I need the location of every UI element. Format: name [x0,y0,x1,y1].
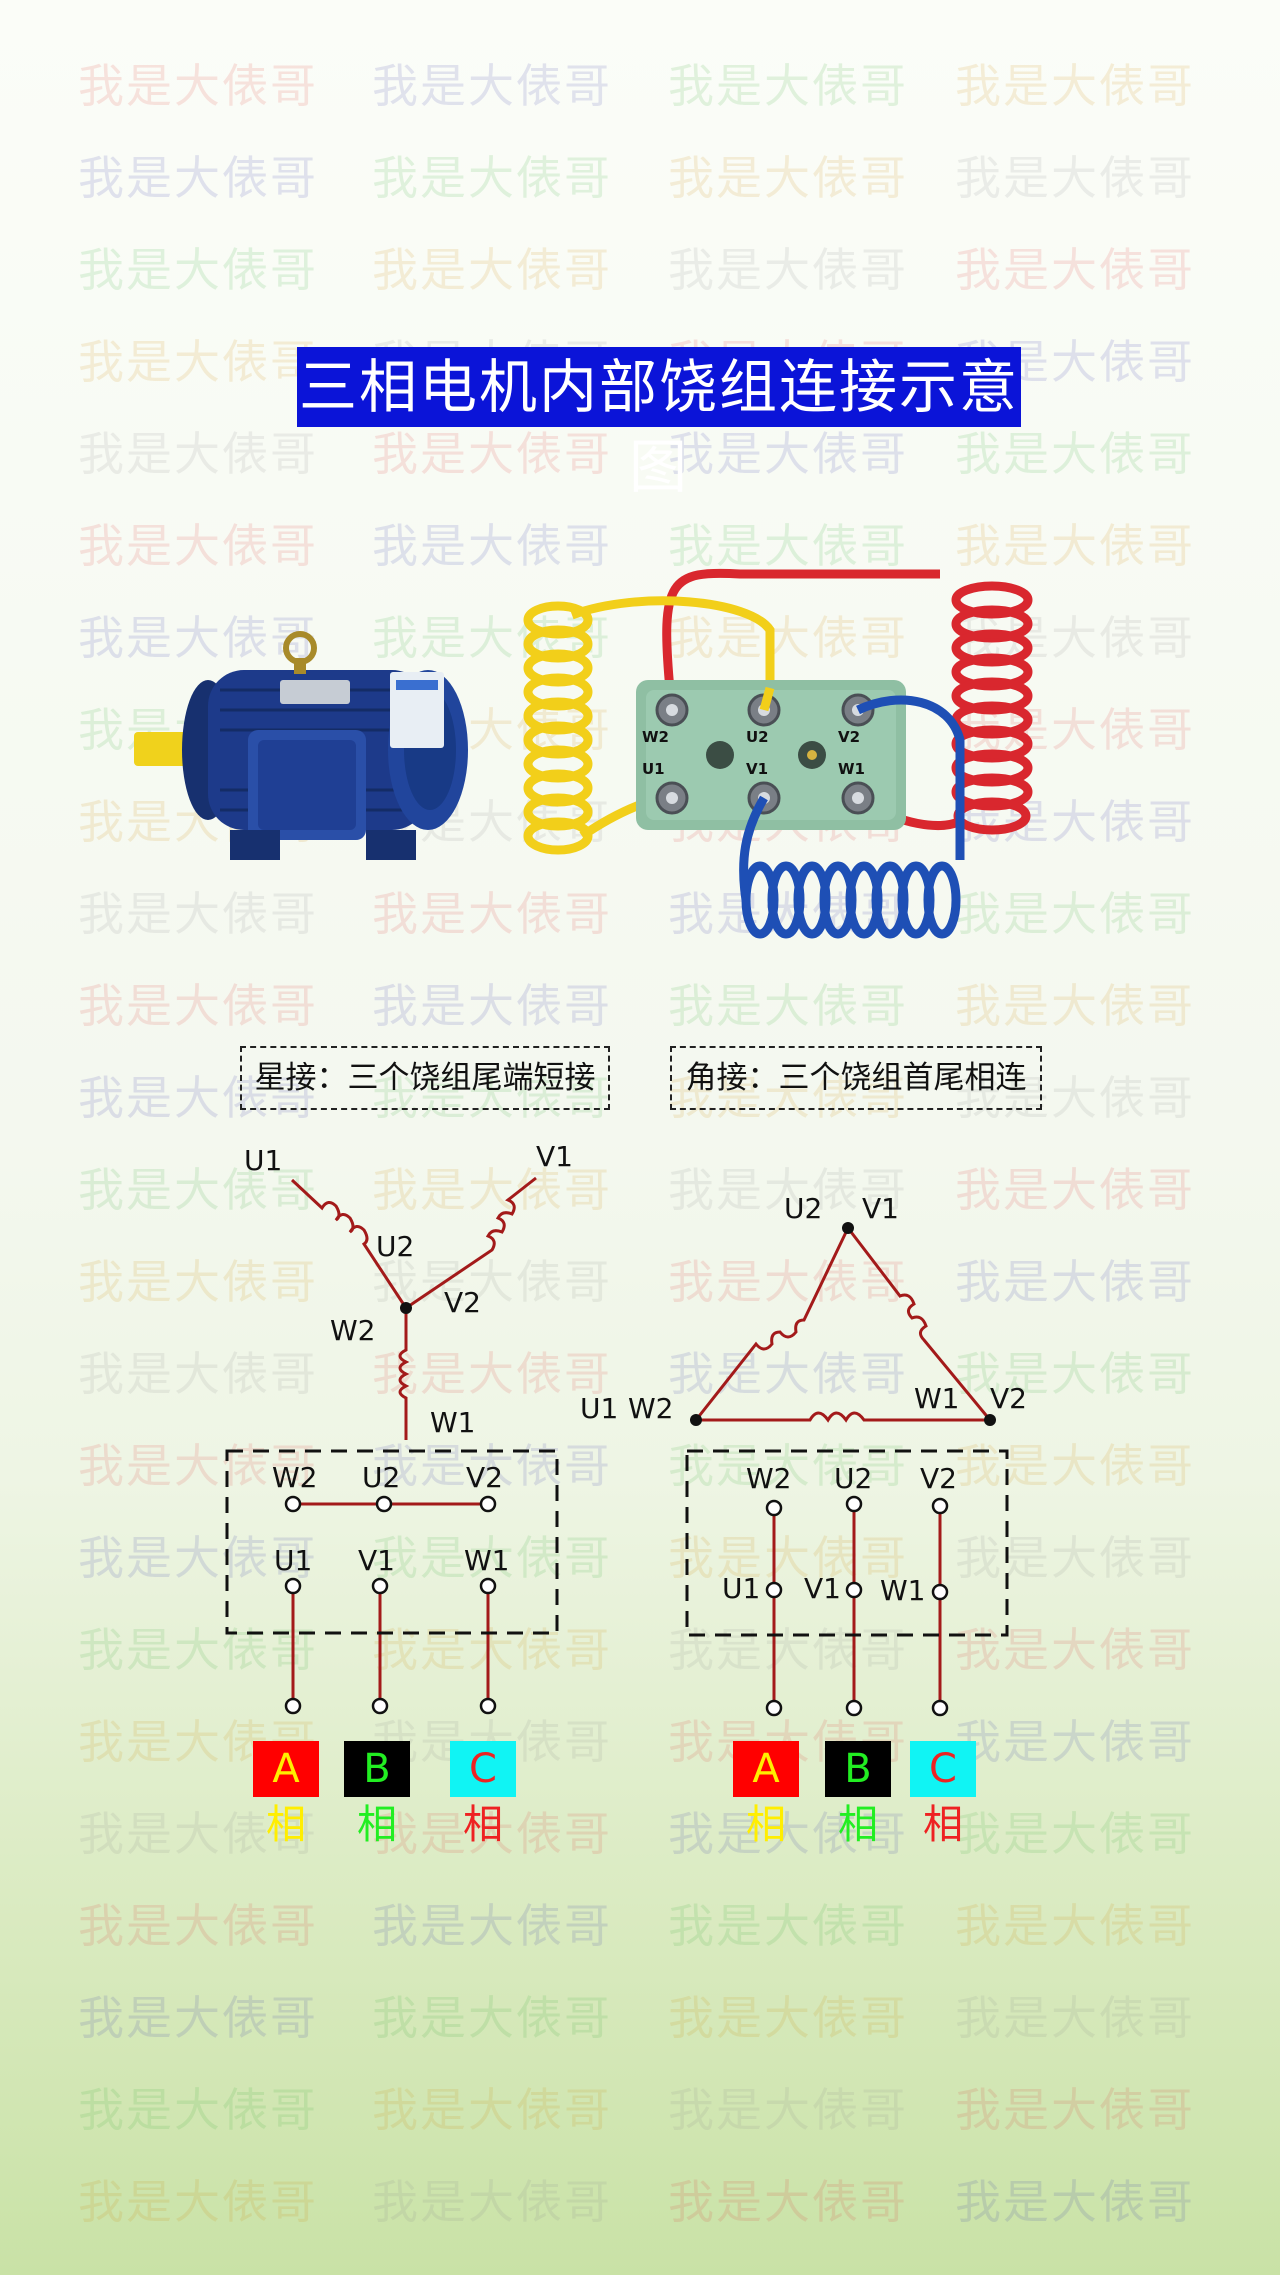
watermark-text: 我是大俵哥 [668,151,908,205]
watermark-text: 我是大俵哥 [668,1991,908,2045]
watermark-text: 我是大俵哥 [668,979,908,1033]
phase-badge-3: C相 [450,1741,516,1848]
star-box-w2: W2 [272,1461,318,1494]
watermark-text: 我是大俵哥 [955,2083,1195,2137]
star-box-u1: U1 [274,1544,312,1577]
delta-label-w1: W1 [914,1382,960,1415]
watermark-text: 我是大俵哥 [372,979,612,1033]
watermark-text: 我是大俵哥 [668,427,908,481]
watermark-text: 我是大俵哥 [955,2175,1195,2229]
phase-badge-2: B相 [344,1741,410,1848]
watermark-text: 我是大俵哥 [955,243,1195,297]
phase-badge-2: B相 [825,1741,891,1848]
delta-label-u2: U2 [784,1192,822,1225]
star-label-v1: V1 [536,1140,573,1173]
delta-label-v1: V1 [862,1192,899,1225]
terminal-label-top: V2 [838,728,860,746]
delta-box-w2: W2 [746,1462,792,1495]
watermark-text: 我是大俵哥 [955,979,1195,1033]
watermark-text: 我是大俵哥 [78,151,318,205]
terminal-label-bottom: V1 [746,760,768,778]
watermark-text: 我是大俵哥 [372,1899,612,1953]
watermark-text: 我是大俵哥 [78,59,318,113]
phase-badge-1: A相 [253,1741,319,1848]
terminal-label-top: W2 [642,728,669,746]
watermark-text: 我是大俵哥 [372,243,612,297]
delta-box-u1: U1 [722,1572,760,1605]
watermark-text: 我是大俵哥 [78,335,318,389]
delta-box-v2: V2 [920,1462,957,1495]
yellow-cable [759,686,775,712]
star-label-u1: U1 [244,1144,282,1177]
star-terminal-box [225,1449,559,1635]
watermark-text: 我是大俵哥 [372,427,612,481]
phase-badge-1: A相 [733,1741,799,1848]
terminal-block-photo: W2 U2 V2 U1 V1 W1 [523,568,1033,939]
delta-label-w2: W2 [628,1392,674,1425]
star-connection-caption: 星接：三个饶组尾端短接 [240,1046,610,1110]
watermark-text: 我是大俵哥 [78,979,318,1033]
blue-cable [856,695,965,860]
phase-badge-3: C相 [910,1741,976,1848]
star-box-w1: W1 [464,1544,510,1577]
watermark-text: 我是大俵哥 [78,2083,318,2137]
watermark-text: 我是大俵哥 [78,427,318,481]
delta-terminal-box [685,1449,1009,1637]
terminal-label-bottom: U1 [642,760,665,778]
watermark-text: 我是大俵哥 [372,59,612,113]
delta-box-w1: W1 [880,1574,926,1607]
delta-label-u1: U1 [580,1392,618,1425]
delta-box-u2: U2 [834,1462,872,1495]
watermark-text: 我是大俵哥 [372,2175,612,2229]
red-cable [662,568,940,691]
watermark-text: 我是大俵哥 [668,1899,908,1953]
watermark-text: 我是大俵哥 [955,1991,1195,2045]
terminal-label-bottom: W1 [838,760,865,778]
delta-diagram: U2 V1 U1 W2 W1 V2 W2 U2 V2 U1 V1 W1 [580,1192,1027,1717]
watermark-text: 我是大俵哥 [955,1899,1195,1953]
page-title: 三相电机内部饶组连接示意图 [297,347,1021,501]
watermark-text: 我是大俵哥 [78,243,318,297]
lifting-eye [283,631,317,665]
watermark-text: 我是大俵哥 [372,2083,612,2137]
watermark-text: 我是大俵哥 [668,2175,908,2229]
watermark-text: 我是大俵哥 [955,59,1195,113]
watermark-text: 我是大俵哥 [668,2083,908,2137]
star-label-u2: U2 [376,1230,414,1263]
watermark-text: 我是大俵哥 [78,887,318,941]
star-label-v2: V2 [444,1286,481,1319]
watermark-text: 我是大俵哥 [668,243,908,297]
watermark-text: 我是大俵哥 [372,1991,612,2045]
delta-connection-caption: 角接：三个饶组首尾相连 [670,1046,1042,1110]
watermark-text: 我是大俵哥 [955,427,1195,481]
star-box-v1: V1 [358,1544,395,1577]
star-box-v2: V2 [466,1461,503,1494]
star-label-w1: W1 [430,1406,476,1439]
watermark-text: 我是大俵哥 [668,59,908,113]
watermark-text: 我是大俵哥 [78,2175,318,2229]
motor-photo [134,631,468,860]
watermark-text: 我是大俵哥 [955,151,1195,205]
watermark-text: 我是大俵哥 [78,1899,318,1953]
delta-box-v1: V1 [804,1572,841,1605]
motor-nameplate [390,672,444,748]
motor-shaft [134,732,196,766]
terminal-label-top: U2 [746,728,769,746]
watermark-text: 我是大俵哥 [372,151,612,205]
star-diagram: U1 V1 U2 V2 W2 W1 W2 U2 V2 U1 V1 W1 [225,1140,573,1715]
watermark-text: 我是大俵哥 [78,1991,318,2045]
watermark-text: 我是大俵哥 [78,519,318,573]
star-label-w2: W2 [330,1314,376,1347]
delta-label-v2: V2 [990,1382,1027,1415]
star-box-u2: U2 [362,1461,400,1494]
